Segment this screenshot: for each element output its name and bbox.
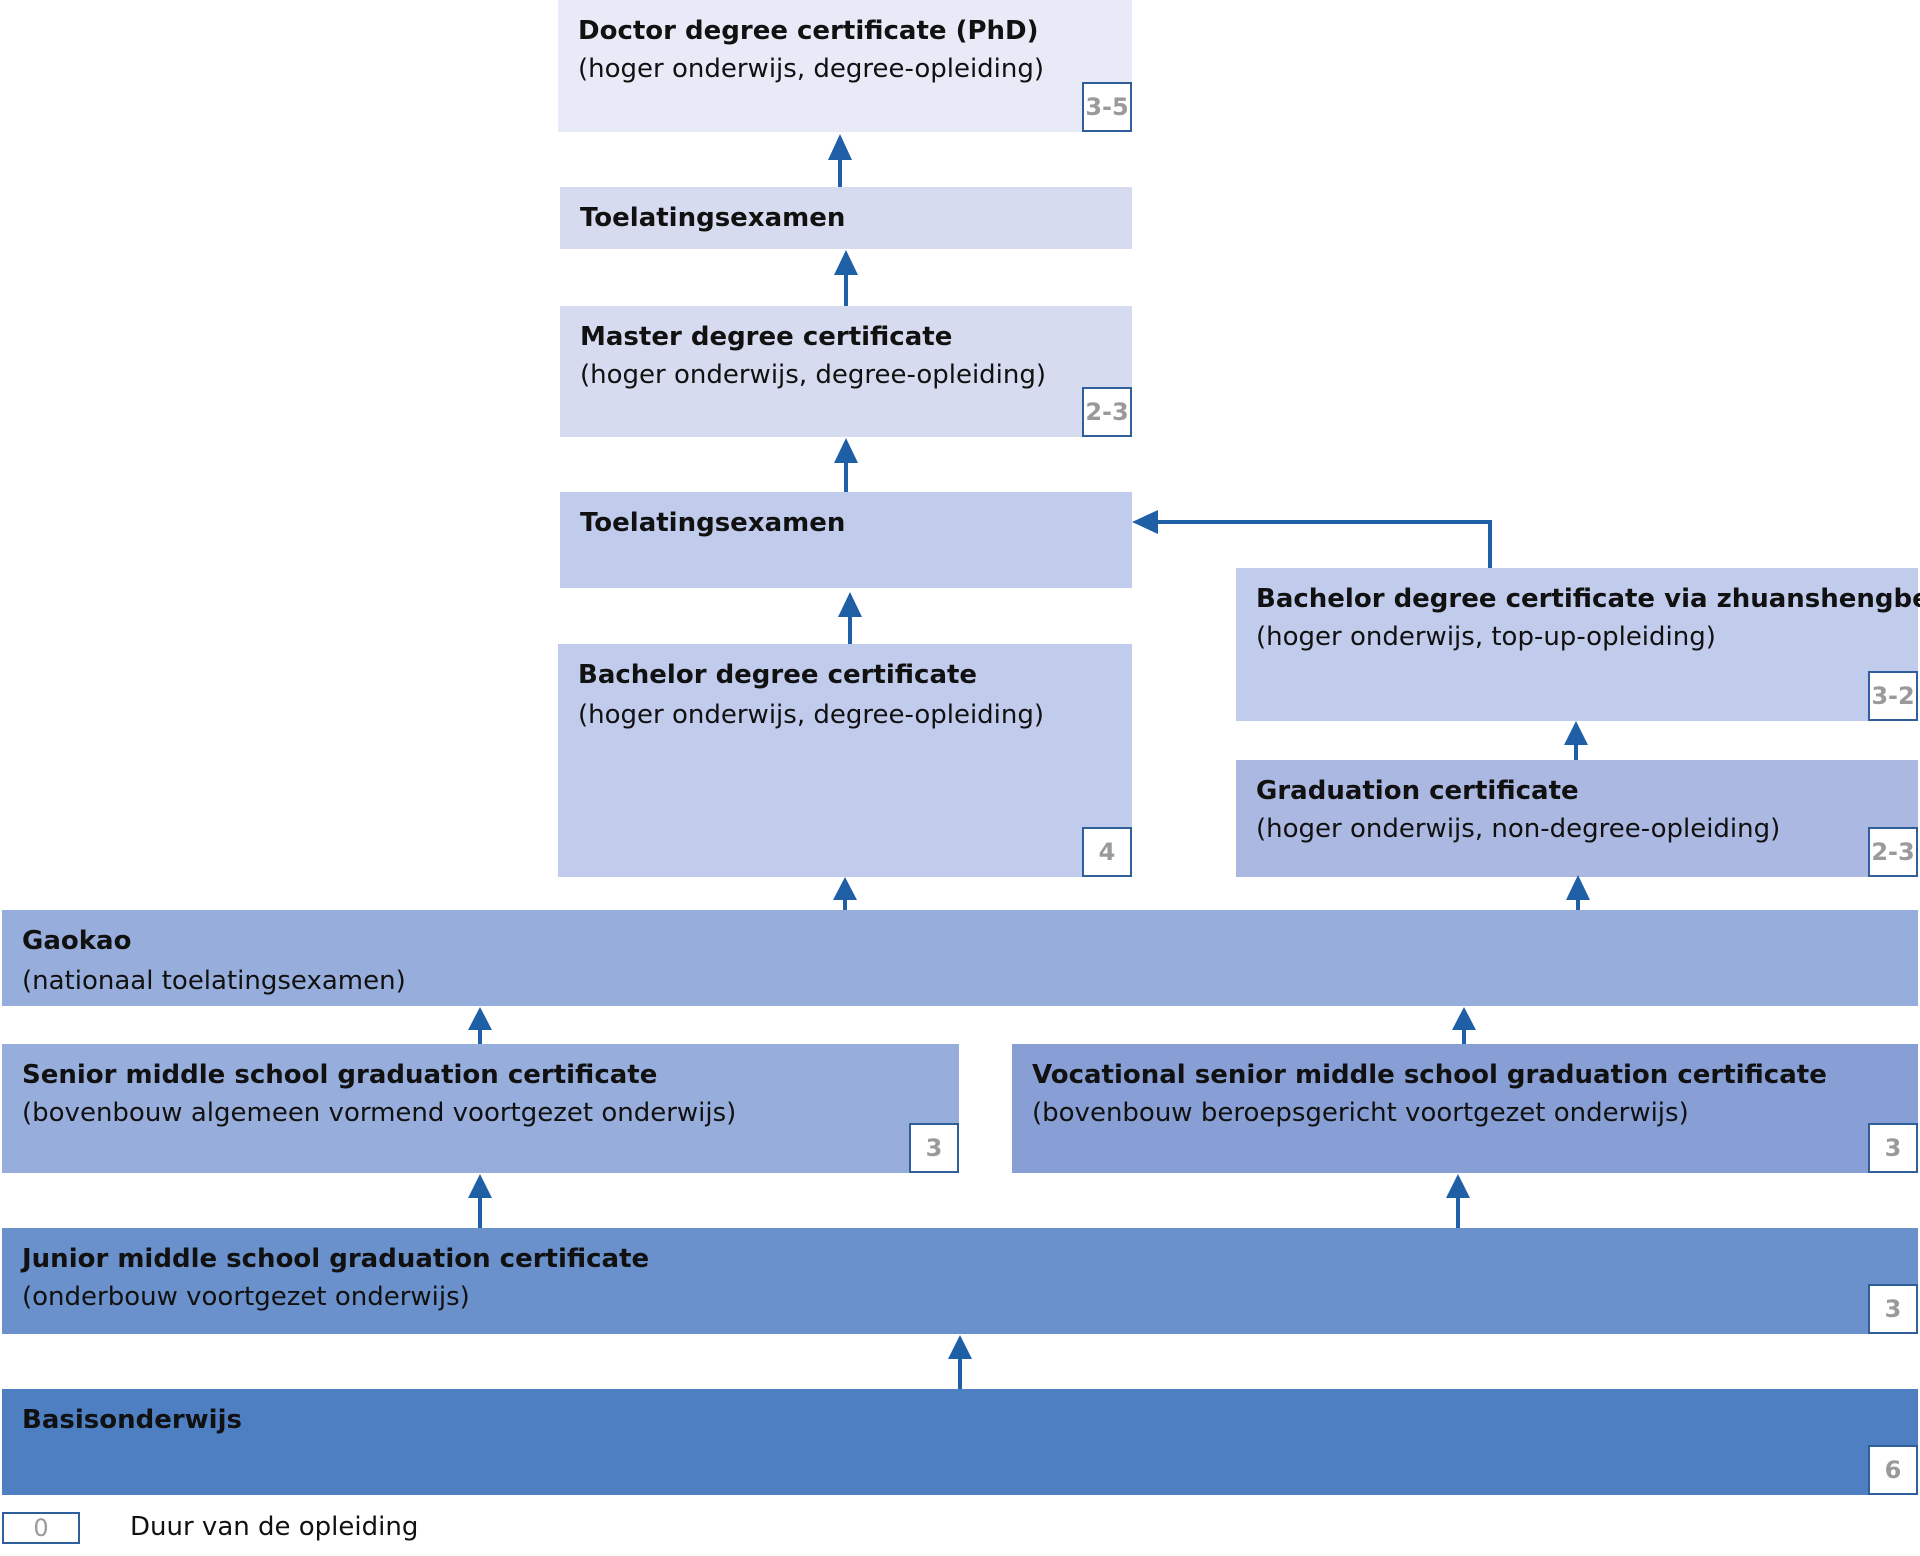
box-junior: Junior middle school graduation certific…: [2, 1228, 1918, 1334]
box-toelatingsexamen-mid: Toelatingsexamen: [560, 492, 1132, 588]
duration-badge-bachelor-zhuanshengben: 3-2: [1868, 671, 1918, 721]
arrow-head-toelating-mid-icon: [838, 592, 862, 617]
box-senior: Senior middle school graduation certific…: [2, 1044, 959, 1173]
duration-badge-vocational: 3: [1868, 1123, 1918, 1173]
box-bachelor-title: Bachelor degree certificate: [578, 660, 978, 690]
arrow-shaft-toelating-mid: [848, 617, 852, 644]
box-vocational-title: Vocational senior middle school graduati…: [1032, 1060, 1827, 1090]
box-junior-subtitle: (onderbouw voortgezet onderwijs): [22, 1282, 470, 1312]
arrow-shaft-gaokao-vocational: [1462, 1030, 1466, 1044]
legend-sample-badge: 0: [2, 1512, 80, 1544]
box-gaokao-title: Gaokao: [22, 926, 132, 956]
duration-badge-basisonderwijs: 6: [1868, 1445, 1918, 1495]
arrow-shaft-senior: [478, 1198, 482, 1228]
box-master-subtitle: (hoger onderwijs, degree-opleiding): [580, 360, 1047, 390]
box-phd-title: Doctor degree certificate (PhD): [578, 16, 1039, 46]
arrow-shaft-graduation: [1576, 900, 1580, 910]
box-vocational: Vocational senior middle school graduati…: [1012, 1044, 1918, 1173]
box-basisonderwijs-title: Basisonderwijs: [22, 1405, 242, 1435]
arrow-head-gaokao-vocational-icon: [1452, 1007, 1476, 1030]
arrow-head-gaokao-senior-icon: [468, 1007, 492, 1030]
box-senior-title: Senior middle school graduation certific…: [22, 1060, 658, 1090]
box-master: Master degree certificate (hoger onderwi…: [560, 306, 1132, 437]
duration-badge-junior: 3: [1868, 1284, 1918, 1334]
box-bachelor-subtitle: (hoger onderwijs, degree-opleiding): [578, 700, 1045, 730]
arrow-shaft-vocational: [1456, 1198, 1460, 1228]
arrow-head-graduation-icon: [1566, 875, 1590, 900]
box-toelatingsexamen-top-title: Toelatingsexamen: [580, 203, 846, 233]
box-toelatingsexamen-mid-title: Toelatingsexamen: [580, 508, 846, 538]
arrow-head-senior-icon: [468, 1174, 492, 1198]
box-basisonderwijs: Basisonderwijs 6: [2, 1389, 1918, 1495]
duration-badge-phd: 3-5: [1082, 82, 1132, 132]
arrow-head-vocational-icon: [1446, 1174, 1470, 1198]
box-senior-subtitle: (bovenbouw algemeen vormend voortgezet o…: [22, 1098, 737, 1128]
box-vocational-subtitle: (bovenbouw beroepsgericht voortgezet ond…: [1032, 1098, 1689, 1128]
arrow-head-zhuan-icon: [1132, 510, 1158, 534]
box-phd: Doctor degree certificate (PhD) (hoger o…: [558, 0, 1132, 132]
arrow-shaft-zhuanshengben: [1574, 745, 1578, 760]
legend-label: Duur van de opleiding: [130, 1512, 419, 1542]
box-bachelor-zhuanshengben-title: Bachelor degree certificate via zhuanshe…: [1256, 584, 1920, 614]
box-toelatingsexamen-top: Toelatingsexamen: [560, 187, 1132, 249]
duration-badge-master: 2-3: [1082, 387, 1132, 437]
arrow-shaft-gaokao-senior: [478, 1030, 482, 1044]
box-graduation: Graduation certificate (hoger onderwijs,…: [1236, 760, 1918, 877]
box-junior-title: Junior middle school graduation certific…: [22, 1244, 650, 1274]
duration-badge-graduation: 2-3: [1868, 827, 1918, 877]
duration-badge-senior: 3: [909, 1123, 959, 1173]
duration-badge-bachelor: 4: [1082, 827, 1132, 877]
arrow-head-master-icon: [834, 438, 858, 463]
arrow-head-junior-icon: [948, 1335, 972, 1359]
arrow-shaft-zhuan-horizontal: [1158, 520, 1492, 524]
arrow-shaft-master: [844, 463, 848, 492]
arrow-shaft-toelating-top: [844, 275, 848, 306]
arrow-shaft-bachelor: [843, 900, 847, 910]
box-bachelor-zhuanshengben: Bachelor degree certificate via zhuanshe…: [1236, 568, 1920, 721]
arrow-head-zhuanshengben-icon: [1564, 721, 1588, 745]
box-gaokao-subtitle: (nationaal toelatingsexamen): [22, 966, 406, 996]
box-bachelor: Bachelor degree certificate (hoger onder…: [558, 644, 1132, 877]
box-bachelor-zhuanshengben-subtitle: (hoger onderwijs, top-up-opleiding): [1256, 622, 1716, 652]
arrow-shaft-zhuan-vertical: [1488, 520, 1492, 568]
box-graduation-title: Graduation certificate: [1256, 776, 1579, 806]
arrow-head-bachelor-icon: [833, 877, 857, 900]
arrow-shaft-junior: [958, 1359, 962, 1389]
arrow-shaft-phd: [838, 160, 842, 187]
box-graduation-subtitle: (hoger onderwijs, non-degree-opleiding): [1256, 814, 1781, 844]
arrow-head-toelating-top-icon: [834, 250, 858, 275]
box-phd-subtitle: (hoger onderwijs, degree-opleiding): [578, 54, 1045, 84]
box-master-title: Master degree certificate: [580, 322, 953, 352]
arrow-head-phd-icon: [828, 134, 852, 160]
box-gaokao: Gaokao (nationaal toelatingsexamen): [2, 910, 1918, 1006]
